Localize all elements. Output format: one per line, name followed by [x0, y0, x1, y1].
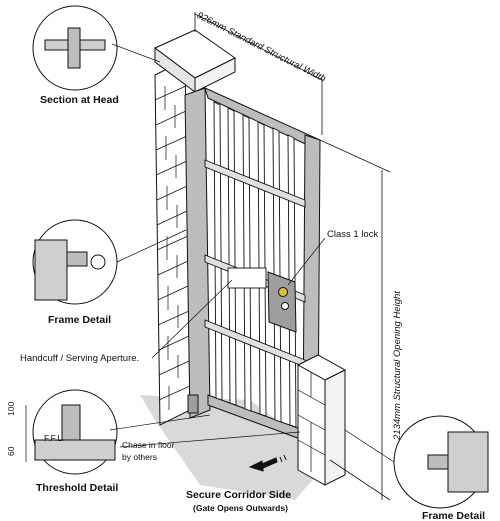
outward-arrow-icon: [248, 454, 287, 472]
handcuff-aperture: [227, 267, 267, 289]
corridor-label-line1: Secure Corridor Side: [186, 489, 292, 501]
frame-detail-left: [32, 219, 187, 305]
height-dimension-label: 2134mm Structural Opening Height: [392, 291, 403, 440]
chase-label-line1: Chase in floor: [122, 440, 175, 450]
chase-label-line2: by others: [122, 452, 157, 462]
threshold-detail: [25, 389, 211, 475]
ffl-label: F.F.L.: [44, 433, 65, 443]
leader-lines: [119, 237, 326, 448]
height-dimension-line: [319, 139, 391, 501]
section-at-head-label: Section at Head: [40, 94, 119, 106]
frame-detail-right-label: Frame Detail: [422, 510, 486, 521]
frame-detail-right: [344, 415, 489, 509]
class-1-lock-label: Class 1 lock: [327, 229, 379, 240]
dim-100-label: 100: [6, 401, 16, 416]
corridor-label-line2: (Gate Opens Outwards): [193, 503, 288, 513]
width-dimension-line: [194, 12, 323, 135]
right-brick-pillar: [296, 354, 347, 486]
threshold-detail-label: Threshold Detail: [36, 482, 119, 494]
dim-60-label: 60: [6, 446, 16, 456]
frame-detail-left-label: Frame Detail: [48, 314, 112, 326]
left-brick-pillar: [154, 59, 191, 426]
section-at-head-detail: [32, 5, 161, 91]
lock-icon: [267, 271, 297, 333]
handcuff-aperture-label: Handcuff / Serving Aperture.: [20, 353, 140, 364]
floor-shadow: [140, 395, 330, 500]
